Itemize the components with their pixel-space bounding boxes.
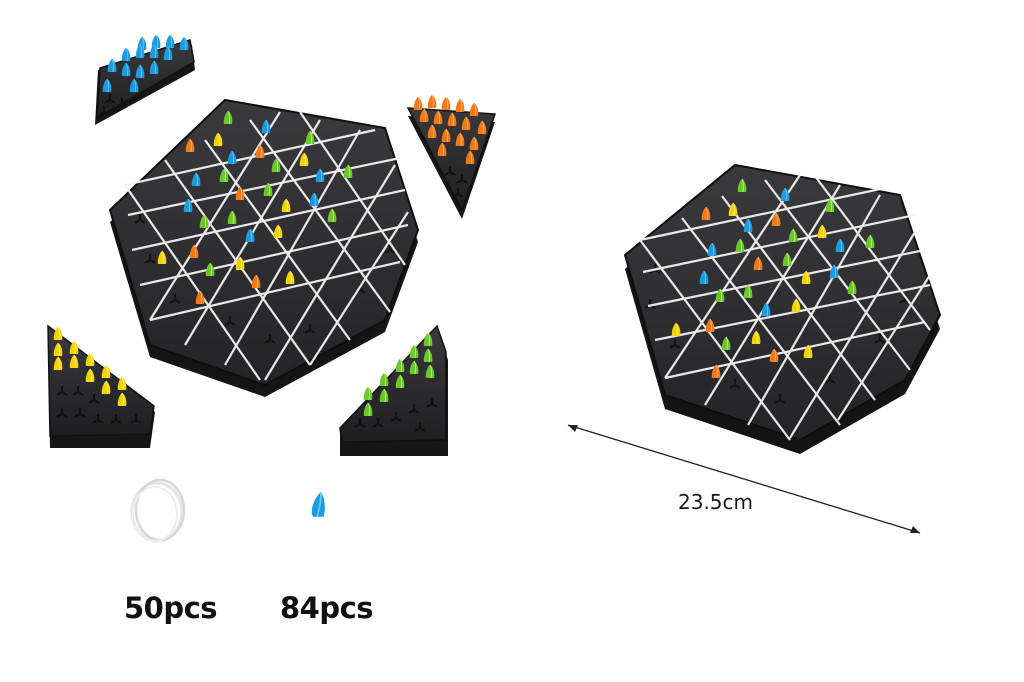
right-board bbox=[623, 163, 942, 454]
dimension-arrow bbox=[567, 424, 921, 534]
rubber-band-ring-icon bbox=[130, 478, 186, 543]
left-board bbox=[108, 98, 420, 397]
tray-orange bbox=[406, 94, 497, 219]
tray-green bbox=[339, 324, 448, 456]
blue-peg-icon bbox=[311, 491, 325, 517]
dimension-label: 23.5cm bbox=[678, 490, 754, 514]
tray-blue bbox=[95, 34, 195, 125]
peg-quantity-label: 84pcs bbox=[280, 591, 374, 625]
rubber-band-quantity-label: 50pcs bbox=[124, 591, 218, 625]
tray-yellow bbox=[47, 324, 155, 448]
